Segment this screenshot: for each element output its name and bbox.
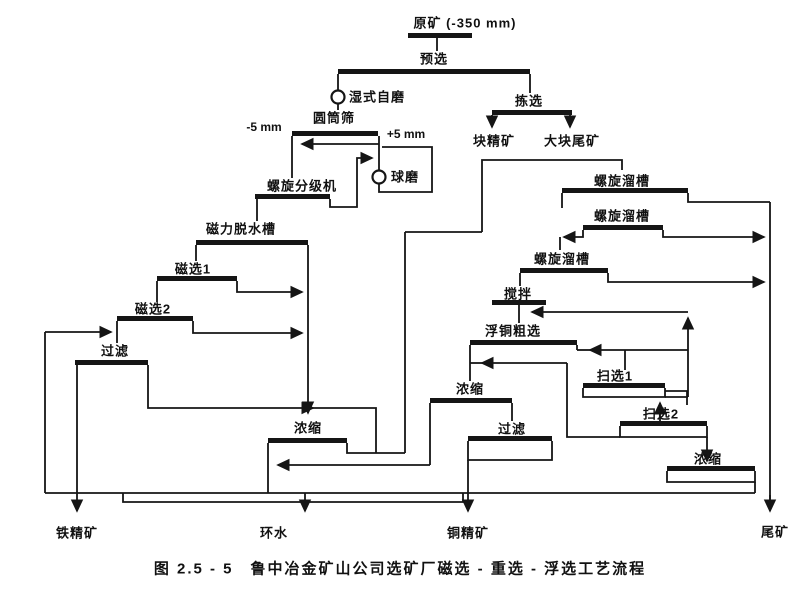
bar-magnetic-sep-1 — [157, 276, 237, 281]
output-recycled-water: 环水 — [259, 525, 289, 541]
node-magnetic-separation-1: 磁选1 — [174, 261, 212, 277]
node-preselection: 预选 — [419, 51, 449, 67]
output-copper-concentrate: 铜精矿 — [446, 525, 490, 541]
bar-scavenger-2 — [620, 421, 707, 426]
label-plus-5mm: +5 mm — [386, 127, 426, 141]
bar-spiral-chute-1 — [562, 188, 688, 193]
bar-spiral-chute-3 — [520, 268, 608, 273]
node-lump-tailings: 大块尾矿 — [543, 133, 601, 149]
node-agitation: 搅拌 — [503, 286, 533, 302]
bar-agitation — [492, 300, 546, 305]
node-spiral-classifier: 螺旋分级机 — [266, 178, 338, 194]
node-lump-concentrate: 块精矿 — [472, 133, 516, 149]
bar-magnetic-sep-2 — [117, 316, 193, 321]
output-tailings: 尾矿 — [760, 524, 790, 540]
bar-thickening-left — [268, 438, 347, 443]
bar-filtration-right — [468, 436, 552, 441]
node-thickening-right: 浓缩 — [455, 381, 485, 397]
node-ball-mill: 球磨 — [391, 169, 420, 185]
bar-filtration-left — [75, 360, 148, 365]
bar-hand-sorting — [492, 110, 572, 115]
wet-mill-circle-icon — [330, 89, 346, 105]
bar-thickening-right — [430, 398, 512, 403]
node-scavenger-1: 扫选1 — [596, 368, 634, 384]
node-magnetic-separation-2: 磁选2 — [134, 301, 172, 317]
bar-thickening-bottom-right — [667, 466, 755, 471]
bar-raw-ore — [408, 33, 472, 38]
node-wet-autogenous-mill: 湿式自磨 — [349, 89, 406, 105]
node-raw-ore: 原矿 (-350 mm) — [413, 15, 517, 31]
bar-drum-screen — [292, 131, 378, 136]
node-copper-rougher-flotation: 浮铜粗选 — [484, 323, 542, 339]
node-thickening-left: 浓缩 — [293, 420, 323, 436]
bar-scavenger-1 — [583, 383, 665, 388]
node-spiral-chute-3: 螺旋溜槽 — [533, 251, 591, 267]
figure-caption: 图 2.5 - 5 鲁中冶金矿山公司选矿厂磁选 - 重选 - 浮选工艺流程 — [153, 560, 647, 578]
label-minus-5mm: -5 mm — [246, 120, 282, 134]
node-filtration-left: 过滤 — [100, 343, 130, 359]
node-thickening-bottom-right: 浓缩 — [693, 451, 723, 467]
node-spiral-chute-1: 螺旋溜槽 — [593, 173, 651, 189]
bar-copper-rougher — [470, 340, 577, 345]
ball-mill-circle-icon — [371, 169, 387, 185]
node-spiral-chute-2: 螺旋溜槽 — [593, 208, 651, 224]
bar-preselection — [338, 69, 530, 74]
output-iron-concentrate: 铁精矿 — [55, 525, 99, 541]
bar-spiral-chute-2 — [583, 225, 663, 230]
node-hand-sorting: 拣选 — [514, 93, 544, 109]
bar-magnetic-dewatering — [196, 240, 308, 245]
node-magnetic-dewatering-tank: 磁力脱水槽 — [205, 221, 277, 237]
node-drum-screen: 圆筒筛 — [312, 110, 356, 126]
node-scavenger-2: 扫选2 — [642, 406, 680, 422]
bar-spiral-classifier — [255, 194, 330, 199]
node-filtration-right: 过滤 — [497, 421, 527, 437]
